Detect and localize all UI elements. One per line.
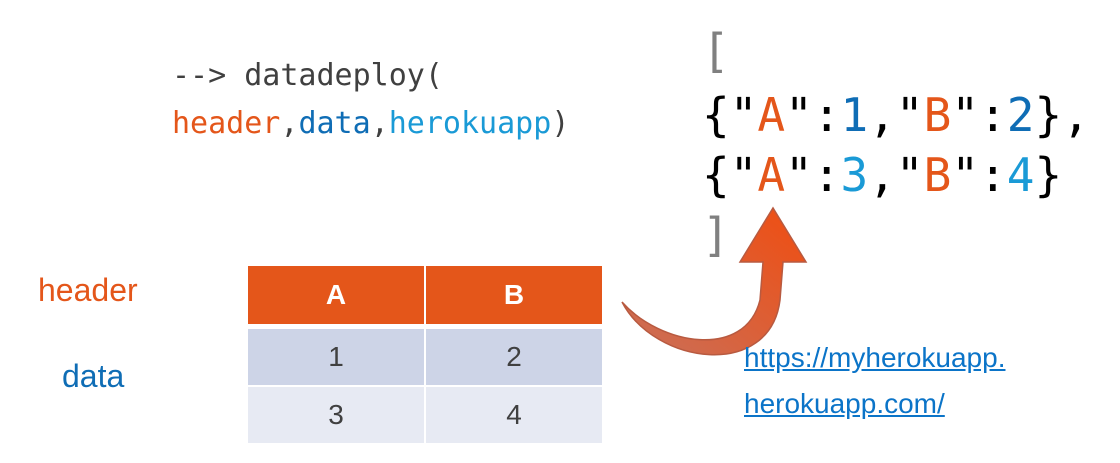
column-header-b: B xyxy=(426,266,602,327)
json-colon: : xyxy=(812,148,841,202)
json-colon: : xyxy=(812,88,841,142)
json-quote: " xyxy=(785,148,813,202)
table-header-row: A B xyxy=(248,266,602,327)
call-close-paren: ) xyxy=(551,106,570,141)
json-open-bracket: [ xyxy=(702,24,730,78)
json-value-a: 3 xyxy=(840,148,869,202)
json-key-a: A xyxy=(757,88,786,142)
json-row: {"A":3,"B":4} xyxy=(702,152,1062,198)
table-row: 3 4 xyxy=(248,385,602,443)
json-close-bracket: ] xyxy=(702,208,730,262)
json-comma: , xyxy=(1062,88,1090,142)
arg-herokuapp: herokuapp xyxy=(388,106,552,141)
json-comma: , xyxy=(868,148,896,202)
json-brace: { xyxy=(702,88,730,142)
json-quote: " xyxy=(785,88,813,142)
json-quote: " xyxy=(895,88,924,142)
json-quote: " xyxy=(951,148,980,202)
json-brace: } xyxy=(1034,88,1063,142)
header-label: header xyxy=(38,272,138,308)
json-value-b: 2 xyxy=(1006,88,1035,142)
json-value-b: 4 xyxy=(1006,148,1035,202)
table-cell: 1 xyxy=(248,327,424,385)
json-key-b: B xyxy=(923,148,952,202)
data-label: data xyxy=(62,358,125,394)
arg-separator: , xyxy=(280,106,299,141)
function-call-line: --> datadeploy( xyxy=(172,58,443,93)
table-cell: 2 xyxy=(426,327,602,385)
arg-header: header xyxy=(172,106,281,141)
json-row: {"A":1,"B":2}, xyxy=(702,92,1090,138)
arg-separator: , xyxy=(370,106,389,141)
json-quote: " xyxy=(729,88,758,142)
json-value-a: 1 xyxy=(840,88,869,142)
table-cell: 3 xyxy=(248,385,424,443)
table-row: 1 2 xyxy=(248,327,602,385)
json-brace: { xyxy=(702,148,730,202)
json-brace: } xyxy=(1034,148,1063,202)
json-key-b: B xyxy=(923,88,952,142)
arg-data: data xyxy=(298,106,371,141)
function-call-args: header,data,herokuapp) xyxy=(172,106,569,141)
data-table: A B 1 2 3 4 xyxy=(246,266,604,443)
herokuapp-url-link[interactable]: https://myherokuapp. xyxy=(744,342,1006,373)
json-comma: , xyxy=(868,88,896,142)
table-cell: 4 xyxy=(426,385,602,443)
function-call-prefix: --> datadeploy( xyxy=(172,58,443,93)
herokuapp-url-link[interactable]: herokuapp.com/ xyxy=(744,388,945,419)
json-colon: : xyxy=(979,88,1007,142)
column-header-a: A xyxy=(248,266,424,327)
json-key-a: A xyxy=(757,148,786,202)
json-colon: : xyxy=(979,148,1007,202)
json-quote: " xyxy=(951,88,980,142)
json-quote: " xyxy=(729,148,758,202)
json-quote: " xyxy=(895,148,924,202)
